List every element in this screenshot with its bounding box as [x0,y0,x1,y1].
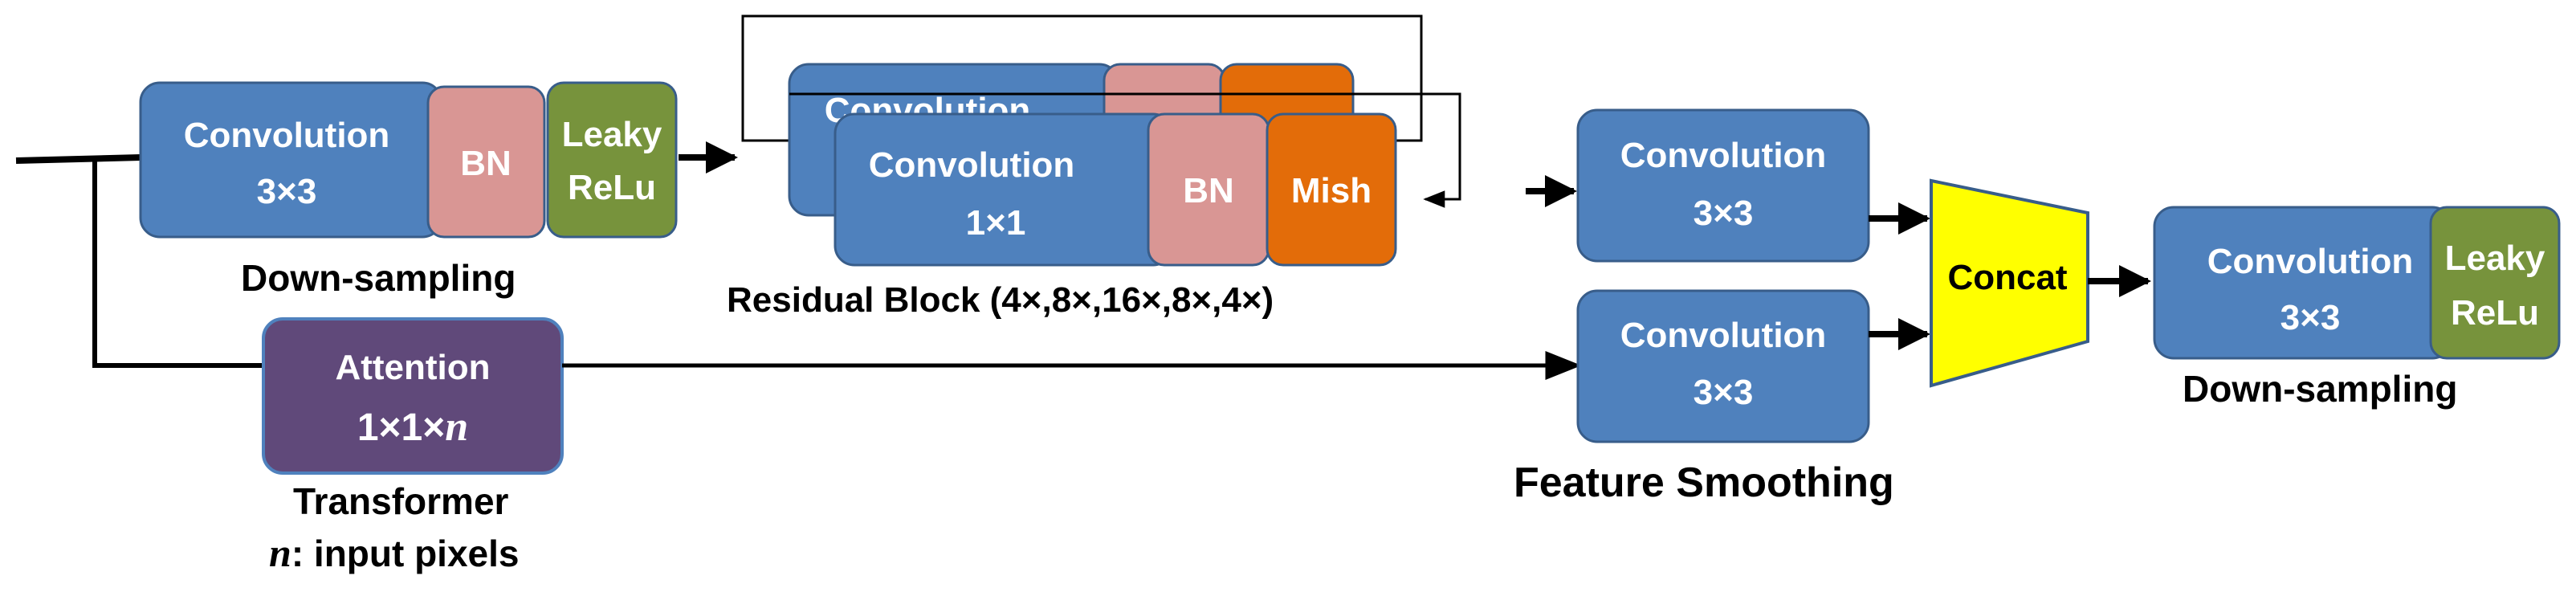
conv3x3-2-label-line2: 3×3 [2280,298,2341,337]
residual-conv-label-line1: Convolution [869,145,1075,185]
skip-inner-line [789,92,1461,208]
downsample-caption-2: Down-sampling [2183,368,2457,410]
concat-label: Concat [1947,258,2067,297]
residual-caption: Residual Block (4×,8×,16×,8×,4×) [727,280,1274,320]
leaky-relu-box-2 [2429,206,2561,360]
smoothing-bottom-label-line1: Convolution [1620,316,1827,355]
conv3x3-label-line1: Convolution [184,116,390,155]
residual-mish-box [1266,112,1397,267]
downsample-caption-1: Down-sampling [241,257,516,299]
conv3x3-label-line2: 3×3 [257,172,317,211]
residual-conv-label-line2: 1×1 [966,203,1026,243]
leaky2-label-line1: Leaky [2445,239,2545,278]
leaky-label-line1: Leaky [562,115,662,154]
transformer-caption: Transformer [293,480,509,522]
attention-label-line1: Attention [335,348,490,387]
bn-label: BN [460,144,512,183]
leaky-relu-box [546,81,678,239]
residual-mish-label: Mish [1291,171,1372,210]
smoothing-bottom-label-line2: 3×3 [1694,373,1754,412]
smoothing-caption: Feature Smoothing [1514,459,1894,506]
downsample-block-1: Convolution 3×3 BN Leaky ReLu Down-sampl… [139,81,678,299]
concat-trapezoid [1930,178,2089,388]
input-pixels-caption: n: input pixels [269,530,520,575]
smoothing-top-label-line2: 3×3 [1694,194,1754,233]
bn-box [426,85,546,239]
attention-block: Attention 1×1×n Transformer n: input pix… [262,317,564,575]
concat-block: Concat [1930,178,2089,388]
attention-box [262,317,564,475]
residual-bn-label: BN [1183,171,1234,210]
conv3x3-2-label-line1: Convolution [2207,242,2414,281]
leaky2-label-line2: ReLu [2451,293,2539,333]
residual-block: Convolution Convolution 1×1 BN Mish Resi… [727,14,1461,320]
smoothing-conv-bottom [1576,289,1870,443]
downsample-block-2: Convolution 3×3 Leaky ReLu Down-sampling [2153,206,2561,410]
leaky-label-line2: ReLu [568,168,656,207]
smoothing-conv-top [1576,108,1870,263]
attention-label-line2: 1×1×n [357,404,468,450]
input-line [15,154,141,164]
feature-smoothing: Convolution 3×3 Convolution 3×3 Feature … [1514,108,1894,506]
conv3x3-box [139,81,443,239]
smoothing-top-label-line1: Convolution [1620,136,1827,175]
